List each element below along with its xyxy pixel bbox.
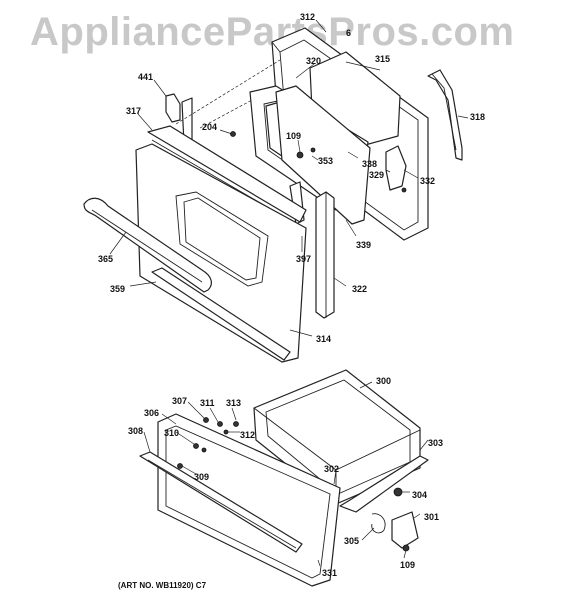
label-365: 365 — [98, 254, 113, 264]
label-313: 313 — [226, 398, 241, 408]
door-gasket-part — [427, 69, 463, 161]
label-441: 441 — [138, 72, 153, 82]
label-312: 312 — [300, 12, 315, 22]
label-304: 304 — [412, 490, 427, 500]
drawer-hardware-pieces — [371, 487, 419, 552]
oven-door-front-part — [135, 143, 307, 363]
drawer-rail-part — [339, 455, 429, 513]
label-332: 332 — [420, 176, 435, 186]
art-number-caption: (ART NO. WB11920) C7 — [118, 581, 207, 590]
label-353: 353 — [318, 156, 333, 166]
side-channel-part — [315, 191, 335, 319]
label-306: 306 — [144, 408, 159, 418]
label-322: 322 — [352, 284, 367, 294]
label-310: 310 — [164, 428, 179, 438]
label-329: 329 — [369, 170, 384, 180]
label-312-drawer: 312 — [240, 430, 255, 440]
label-302: 302 — [324, 464, 339, 474]
label-359: 359 — [110, 284, 125, 294]
label-6: 6 — [346, 28, 351, 38]
label-317: 317 — [126, 106, 141, 116]
label-109: 109 — [286, 131, 301, 141]
label-300: 300 — [376, 376, 391, 386]
hardware-pieces — [230, 131, 407, 193]
label-338: 338 — [362, 159, 377, 169]
label-320: 320 — [306, 56, 321, 66]
label-331: 331 — [322, 568, 337, 578]
label-204: 204 — [202, 122, 217, 132]
drawer-screws — [177, 417, 239, 469]
label-311: 311 — [200, 398, 215, 408]
label-309: 309 — [194, 472, 209, 482]
label-314: 314 — [316, 334, 331, 344]
label-308: 308 — [128, 426, 143, 436]
alignment-lines — [175, 59, 281, 129]
door-bottom-trim-part — [151, 267, 291, 361]
part-number-labels: 312 6 315 320 441 318 317 204 109 353 33… — [98, 12, 485, 578]
label-315: 315 — [375, 54, 390, 64]
window-glass-part — [275, 85, 371, 225]
label-305: 305 — [344, 536, 359, 546]
label-307: 307 — [172, 396, 187, 406]
label-301: 301 — [424, 512, 439, 522]
label-303: 303 — [428, 438, 443, 448]
label-339: 339 — [356, 240, 371, 250]
drawer-handle-trim-part — [139, 451, 303, 553]
door-handle-part — [83, 197, 212, 293]
leader-lines — [109, 19, 469, 567]
label-109-drawer: 109 — [400, 560, 415, 570]
label-318: 318 — [470, 112, 485, 122]
label-397: 397 — [296, 254, 311, 264]
